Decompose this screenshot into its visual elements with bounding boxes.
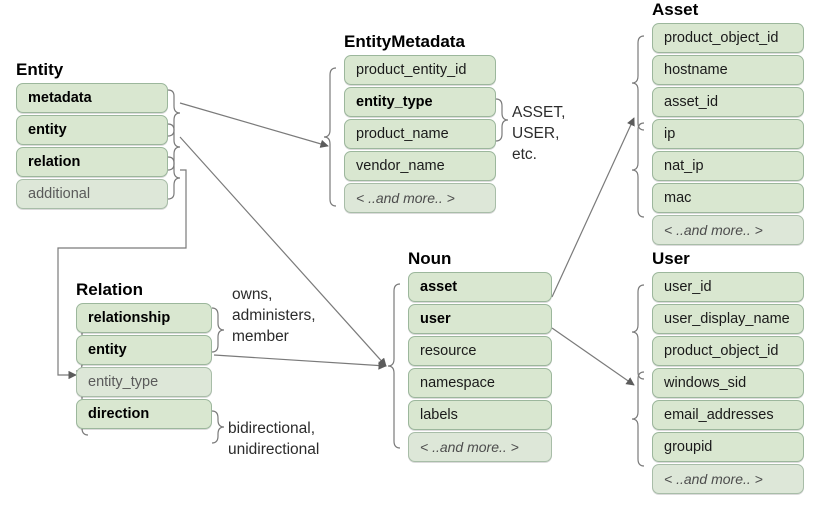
annotation-direction-line-1: bidirectional,: [228, 420, 316, 437]
field-noun-more[interactable]: < ..and more.. >: [408, 432, 552, 462]
field-entitymetadata-product-entity-id[interactable]: product_entity_id: [344, 55, 496, 85]
annotation-relationship-line-1: owns,: [232, 286, 273, 303]
annotation-entity-type-line-1: ASSET,: [512, 104, 566, 121]
field-asset-asset-id[interactable]: asset_id: [652, 87, 804, 117]
annotation-relationship-line-2: administers,: [232, 307, 316, 324]
group-entity-title: Entity: [16, 60, 64, 79]
brace-asset-left-2: [631, 122, 645, 218]
group-noun: Noun asset user resource namespace label…: [408, 249, 552, 464]
field-user-user-display-name[interactable]: user_display_name: [652, 304, 804, 334]
group-entity-rows: metadata entity relation additional: [16, 83, 168, 209]
field-entitymetadata-entity-type[interactable]: entity_type: [344, 87, 496, 117]
group-asset-rows: product_object_id hostname asset_id ip n…: [652, 23, 804, 245]
annotation-direction-line-2: unidirectional: [228, 441, 320, 458]
annotation-relationship-line-3: member: [232, 328, 289, 345]
field-user-more[interactable]: < ..and more.. >: [652, 464, 804, 494]
wire-metadata-to-entitymetadata: [179, 102, 329, 148]
group-noun-rows: asset user resource namespace labels < .…: [408, 272, 552, 462]
group-relation: Relation relationship entity entity_type…: [68, 280, 212, 431]
brace-entitytype-right: [495, 98, 509, 142]
annotation-direction-values: bidirectional, unidirectional: [228, 418, 319, 460]
field-noun-asset[interactable]: asset: [408, 272, 552, 302]
annotation-entity-type-line-2: USER,: [512, 125, 560, 142]
group-entity-metadata-rows: product_entity_id entity_type product_na…: [344, 55, 496, 213]
group-user: User user_id user_display_name product_o…: [652, 249, 804, 496]
field-entitymetadata-product-name[interactable]: product_name: [344, 119, 496, 149]
brace-entity-right-3: [167, 156, 181, 200]
field-user-groupid[interactable]: groupid: [652, 432, 804, 462]
field-entitymetadata-more[interactable]: < ..and more.. >: [344, 183, 496, 213]
group-entity-metadata: EntityMetadata product_entity_id entity_…: [344, 32, 496, 215]
brace-user-left-2: [631, 371, 645, 467]
field-user-email-addresses[interactable]: email_addresses: [652, 400, 804, 430]
brace-noun-left: [387, 283, 401, 449]
wire-noun-user-to-user: [551, 327, 635, 386]
field-user-windows-sid[interactable]: windows_sid: [652, 368, 804, 398]
field-entity-relation[interactable]: relation: [16, 147, 168, 177]
field-relation-relationship[interactable]: relationship: [76, 303, 212, 333]
brace-entity-right: [167, 89, 181, 137]
field-noun-labels[interactable]: labels: [408, 400, 552, 430]
field-user-user-id[interactable]: user_id: [652, 272, 804, 302]
brace-entitymetadata-left: [323, 67, 337, 207]
field-relation-direction[interactable]: direction: [76, 399, 212, 429]
field-asset-product-object-id[interactable]: product_object_id: [652, 23, 804, 53]
brace-user-left: [631, 284, 645, 380]
field-entity-metadata[interactable]: metadata: [16, 83, 168, 113]
field-relation-entity-type[interactable]: entity_type: [76, 367, 212, 397]
field-noun-user[interactable]: user: [408, 304, 552, 334]
group-asset-title: Asset: [652, 0, 699, 19]
field-entitymetadata-vendor-name[interactable]: vendor_name: [344, 151, 496, 181]
annotation-entity-type-line-3: etc.: [512, 146, 537, 163]
field-asset-hostname[interactable]: hostname: [652, 55, 804, 85]
field-entity-entity[interactable]: entity: [16, 115, 168, 145]
annotation-entity-type-values: ASSET, USER, etc.: [512, 102, 565, 165]
brace-direction-right: [211, 410, 225, 444]
field-asset-mac[interactable]: mac: [652, 183, 804, 213]
brace-relationship-right: [211, 307, 225, 353]
wire-relation-entity-to-noun: [213, 354, 387, 370]
group-user-rows: user_id user_display_name product_object…: [652, 272, 804, 494]
field-noun-namespace[interactable]: namespace: [408, 368, 552, 398]
brace-asset-left: [631, 35, 645, 131]
group-relation-title: Relation: [76, 280, 144, 299]
group-relation-rows: relationship entity entity_type directio…: [76, 303, 212, 429]
field-entity-additional[interactable]: additional: [16, 179, 168, 209]
field-relation-entity[interactable]: entity: [76, 335, 212, 365]
field-noun-resource[interactable]: resource: [408, 336, 552, 366]
group-entity-metadata-title: EntityMetadata: [344, 32, 465, 51]
field-user-product-object-id[interactable]: product_object_id: [652, 336, 804, 366]
field-asset-nat-ip[interactable]: nat_ip: [652, 151, 804, 181]
group-user-title: User: [652, 249, 690, 268]
field-asset-more[interactable]: < ..and more.. >: [652, 215, 804, 245]
annotation-relationship-values: owns, administers, member: [232, 284, 316, 347]
group-noun-title: Noun: [408, 249, 452, 268]
group-asset: Asset product_object_id hostname asset_i…: [652, 0, 804, 247]
brace-entity-right-2: [167, 123, 181, 171]
group-entity: Entity metadata entity relation addition…: [16, 60, 168, 211]
field-asset-ip[interactable]: ip: [652, 119, 804, 149]
